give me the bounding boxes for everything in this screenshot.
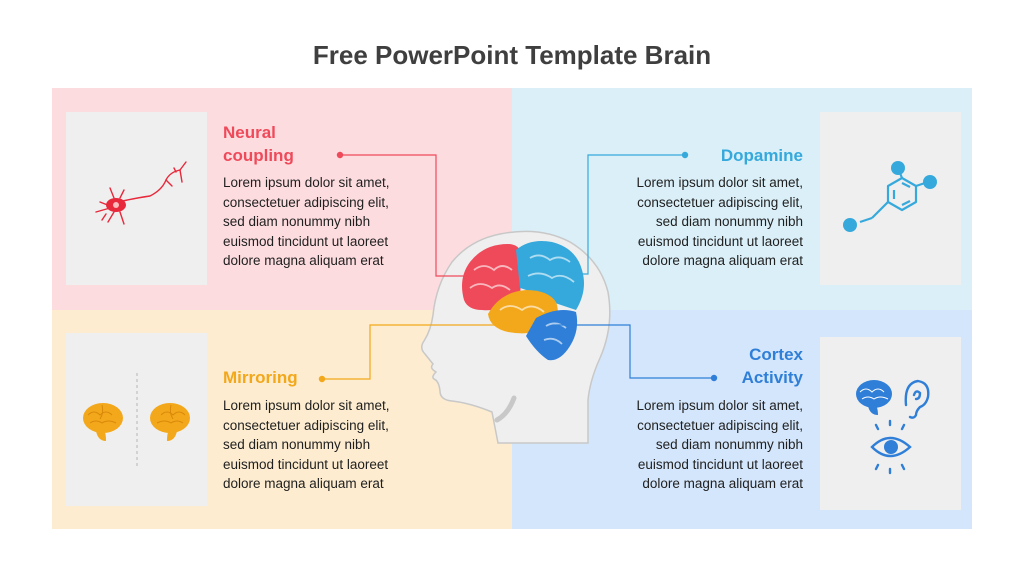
brain-ear-eye-icon-box	[820, 337, 961, 510]
heading-line: Neural	[223, 123, 276, 142]
mirrored-brains-icon-box	[66, 333, 207, 506]
slide-title: Free PowerPoint Template Brain	[312, 40, 712, 70]
text-line: sed diam nonummy nibh	[223, 437, 371, 452]
text-line: euismod tincidunt ut laoreet	[637, 456, 803, 472]
heading-dopamine: Dopamine	[640, 144, 803, 167]
heading-line: Mirroring	[223, 368, 298, 387]
text-line: sed diam nonummy nibh	[655, 214, 803, 229]
text-line: Lorem ipsum dolor sit amet,	[636, 175, 803, 190]
text-mirroring: Lorem ipsum dolor sit amet, consectetuer…	[223, 396, 423, 494]
text-line: dolore magna aliquam erat	[642, 253, 803, 268]
text-line: consectetuer adipiscing elit,	[223, 194, 389, 210]
heading-line: coupling	[223, 146, 294, 165]
text-line: euismod tincidunt ut laoreet	[223, 456, 389, 472]
heading-line: Dopamine	[720, 146, 803, 165]
text-line: Lorem ipsum dolor sit amet,	[223, 175, 390, 190]
text-line: sed diam nonummy nibh	[655, 437, 803, 452]
text-line: sed diam nonummy nibh	[223, 214, 371, 229]
text-neural-coupling: Lorem ipsum dolor sit amet, consectetuer…	[223, 173, 423, 271]
heading-line: Activity	[741, 368, 803, 387]
text-line: Lorem ipsum dolor sit amet,	[223, 398, 390, 413]
brain-ear-eye-icon	[856, 379, 930, 475]
neuron-icon	[95, 161, 187, 225]
heading-neural-coupling: Neural coupling	[223, 121, 343, 167]
text-line: consectetuer adipiscing elit,	[637, 194, 803, 210]
neuron-icon-box	[66, 112, 207, 285]
text-line: Lorem ipsum dolor sit amet,	[636, 398, 803, 413]
text-cortex-activity: Lorem ipsum dolor sit amet, consectetuer…	[603, 396, 803, 494]
text-line: dolore magna aliquam erat	[642, 476, 803, 491]
text-line: consectetuer adipiscing elit,	[637, 417, 803, 433]
text-line: dolore magna aliquam erat	[223, 476, 384, 491]
heading-line: Cortex	[749, 345, 803, 364]
text-line: euismod tincidunt ut laoreet	[637, 233, 803, 249]
text-line: dolore magna aliquam erat	[223, 253, 384, 268]
mirrored-brains-icon	[83, 373, 190, 468]
heading-cortex-activity: Cortex Activity	[640, 343, 803, 389]
heading-mirroring: Mirroring	[223, 366, 343, 389]
text-line: euismod tincidunt ut laoreet	[223, 233, 389, 249]
text-line: consectetuer adipiscing elit,	[223, 417, 389, 433]
molecule-icon	[843, 161, 937, 232]
text-dopamine: Lorem ipsum dolor sit amet, consectetuer…	[603, 173, 803, 271]
molecule-icon-box	[820, 112, 961, 285]
